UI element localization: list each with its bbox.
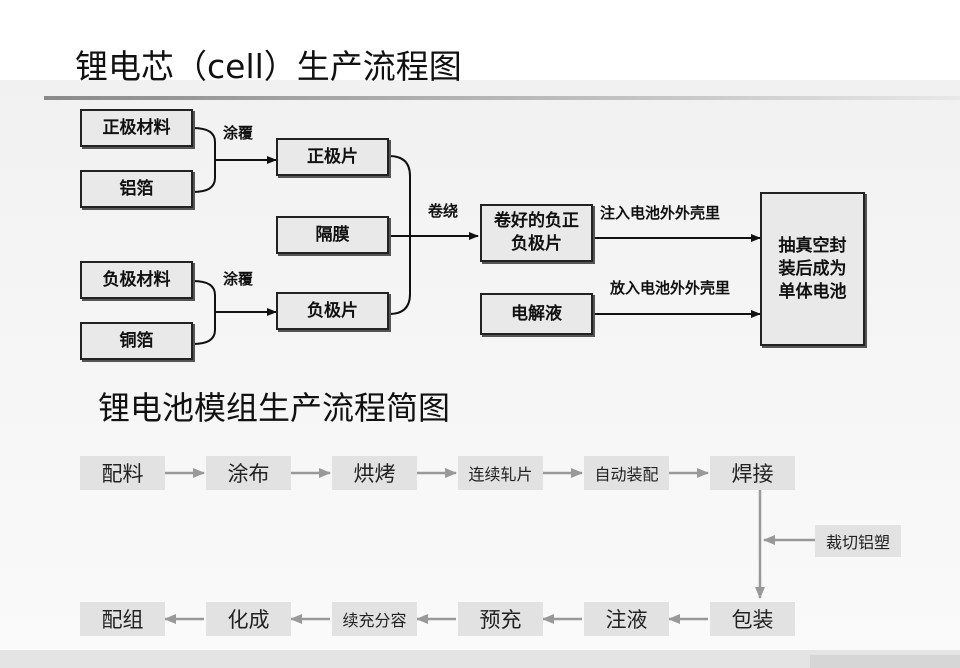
footer-strip-accent bbox=[810, 655, 960, 668]
cell-process-title: 锂电芯（cell）生产流程图 bbox=[75, 47, 462, 86]
copper-foil-box: 铜箔 bbox=[80, 322, 193, 360]
step-cut-aluminum-plastic: 裁切铝塑 bbox=[815, 525, 901, 557]
bracket-positive bbox=[192, 127, 216, 193]
winding-label: 卷绕 bbox=[428, 202, 459, 220]
separator-box: 隔膜 bbox=[276, 216, 389, 254]
step-electrolyte-injection: 注液 bbox=[584, 602, 669, 636]
negative-material-box: 负极材料 bbox=[80, 261, 193, 299]
step-coating: 涂布 bbox=[206, 456, 291, 490]
aluminum-foil-box: 铝箔 bbox=[80, 170, 193, 208]
step-precharge: 预充 bbox=[458, 602, 543, 636]
step-grouping: 配组 bbox=[80, 602, 165, 636]
step-capacity-grading: 续充分容 bbox=[332, 602, 417, 636]
bracket-negative bbox=[192, 280, 216, 345]
electrolyte-box: 电解液 bbox=[480, 293, 593, 335]
coating-label-top: 涂覆 bbox=[223, 124, 254, 142]
final-cell-box: 抽真空封装后成为单体电池 bbox=[760, 192, 865, 346]
put-case-label: 放入电池外外壳里 bbox=[610, 279, 731, 297]
step-baking: 烘烤 bbox=[332, 456, 417, 490]
negative-plate-box: 负极片 bbox=[276, 292, 389, 330]
title-divider bbox=[44, 96, 960, 100]
positive-material-box: 正极材料 bbox=[80, 109, 193, 147]
inject-case-label: 注入电池外外壳里 bbox=[600, 204, 721, 222]
positive-plate-box: 正极片 bbox=[276, 138, 389, 176]
step-assembly: 自动装配 bbox=[584, 456, 669, 490]
step-formation: 化成 bbox=[206, 602, 291, 636]
footer-strip bbox=[0, 650, 960, 668]
module-process-title: 锂电池模组生产流程简图 bbox=[98, 389, 451, 427]
step-packaging: 包装 bbox=[710, 602, 795, 636]
step-rolling: 连续轧片 bbox=[458, 456, 543, 490]
step-batching: 配料 bbox=[80, 456, 165, 490]
wound-electrodes-box: 卷好的负正负极片 bbox=[480, 204, 593, 262]
step-welding: 焊接 bbox=[710, 456, 795, 490]
coating-label-bottom: 涂覆 bbox=[223, 270, 254, 288]
